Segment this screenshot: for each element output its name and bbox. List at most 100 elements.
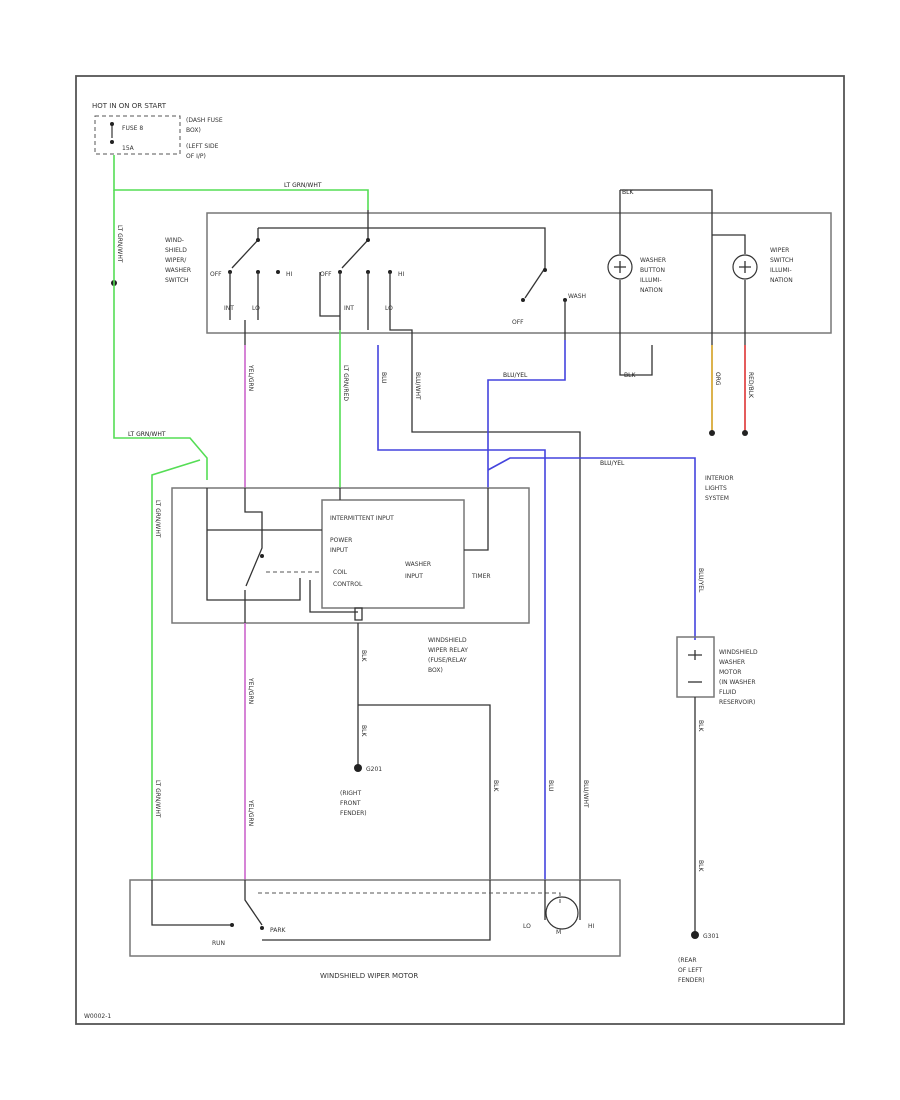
switch2-hi: HI — [398, 271, 405, 278]
washer-motor-5: FLUID — [719, 689, 737, 696]
relay-name-1: WINDSHIELD — [428, 637, 467, 644]
wire-label-org: ORG — [714, 372, 721, 386]
fuse-amps: 15A — [122, 145, 135, 152]
wire-label-blu-yel-mid: BLU/YEL — [600, 460, 625, 467]
motor-park: PARK — [270, 927, 287, 934]
ground1-loc-3: FENDER) — [340, 810, 367, 817]
wire-label-blu: BLU — [380, 372, 387, 384]
ground1-loc-1: (RIGHT — [340, 790, 361, 797]
wire-label-red-blk: RED/BLK — [747, 372, 754, 399]
washer-illum-3: ILLUMI- — [640, 277, 662, 284]
hot-note: HOT IN ON OR START — [92, 102, 167, 110]
motor-run: RUN — [212, 940, 225, 947]
switch1-off: OFF — [210, 271, 222, 278]
switch2-int: INT — [344, 305, 354, 312]
relay-coil-1: COIL — [333, 569, 348, 576]
relay-washer-1: WASHER — [405, 561, 431, 568]
switch-to-relay-wires: YEL/GRN LT GRN/RED BLU BLU/WHT BLU/YEL B… — [244, 330, 754, 880]
wire-label-ltgrn-wht-left: LT GRN/WHT — [116, 225, 123, 263]
washer-illum-1: WASHER — [640, 257, 666, 264]
wiper-illum-1: WIPER — [770, 247, 789, 254]
fuse-desc-4: OF I/P) — [186, 153, 206, 160]
relay-header: INTERMITTENT INPUT — [330, 515, 394, 522]
feed-wires: LT GRN/WHT LT GRN/WHT LT GRN/WHT LT GRN/… — [111, 155, 369, 880]
washer-switch-off: OFF — [512, 319, 524, 326]
motor-m: M — [556, 929, 561, 936]
wire-label-yelgrn-3: YEL/GRN — [247, 799, 254, 826]
ground1-id: G201 — [366, 766, 382, 773]
lower-wires: YEL/GRN YEL/GRN BLK BLK BLK G201 (RIGHT … — [244, 623, 758, 984]
ground2-id: G301 — [703, 933, 719, 940]
wire-label-blu-yel-top: BLU/YEL — [503, 372, 528, 379]
wiper-illum-4: NATION — [770, 277, 793, 284]
wire-label-ltgrn-wht-low: LT GRN/WHT — [154, 500, 161, 538]
switch1-hi: HI — [286, 271, 293, 278]
wiper-illum-3: ILLUMI- — [770, 267, 792, 274]
relay-power-1: POWER — [330, 537, 352, 544]
switch-label-5: SWITCH — [165, 277, 189, 284]
ground1-loc-2: FRONT — [340, 800, 361, 807]
wire-label-blk-top: BLK — [622, 189, 634, 196]
fuse-label: FUSE 8 — [122, 125, 143, 132]
wiper-motor: RUN PARK LO M HI WINDSHIELD WIPER MOTOR — [129, 879, 621, 980]
wire-label-ltgrn-wht-mid: LT GRN/WHT — [128, 431, 166, 438]
washer-motor-1: WINDSHIELD — [719, 649, 758, 656]
wire-label-yelgrn-1: YEL/GRN — [247, 364, 254, 391]
ground2-loc-2: OF LEFT — [678, 967, 703, 974]
relay-power-2: INPUT — [330, 547, 348, 554]
fuse-desc-2: BOX) — [186, 127, 201, 134]
wiper-washer-switch: WIND- SHIELD WIPER/ WASHER SWITCH OFF HI… — [165, 189, 832, 379]
interior-lights-2: LIGHTS — [705, 485, 727, 492]
wire-label-blu-yel-low: BLU/YEL — [697, 568, 704, 593]
relay-name-3: (FUSE/RELAY — [428, 657, 467, 664]
switch-label-3: WIPER/ — [165, 257, 187, 264]
washer-motor-2: WASHER — [719, 659, 745, 666]
interior-lights-3: SYSTEM — [705, 495, 729, 502]
wire-label-blk-relay-2: BLK — [360, 725, 367, 737]
wiper-relay: INTERMITTENT INPUT POWER INPUT COIL CONT… — [171, 487, 530, 674]
wiper-illum-2: SWITCH — [770, 257, 794, 264]
switch-label-4: WASHER — [165, 267, 191, 274]
relay-name-4: BOX) — [428, 667, 443, 674]
outer-frame — [75, 75, 845, 1025]
wire-label-ltgrn-wht-bottom: LT GRN/WHT — [154, 780, 161, 818]
interior-lights-1: INTERIOR — [705, 475, 734, 482]
washer-motor-3: MOTOR — [719, 669, 741, 676]
motor-lo: LO — [523, 923, 531, 930]
wire-label-blk-relay-1: BLK — [360, 650, 367, 662]
footer-id: W0002-1 — [84, 1013, 111, 1020]
wire-label-ltgrn-wht-top: LT GRN/WHT — [284, 182, 322, 189]
relay-name-2: WIPER RELAY — [428, 647, 468, 654]
ground2-loc-3: FENDER) — [678, 977, 705, 984]
switch2-off: OFF — [320, 271, 332, 278]
washer-motor-6: RESERVOIR) — [719, 699, 755, 706]
switch1-int: INT — [224, 305, 234, 312]
fuse-block: HOT IN ON OR START FUSE 8 15A (DASH FUSE… — [92, 102, 223, 160]
wire-label-yelgrn-2: YEL/GRN — [247, 677, 254, 704]
switch2-lo: LO — [385, 305, 393, 312]
relay-timer: TIMER — [471, 573, 491, 580]
relay-coil-2: CONTROL — [333, 581, 363, 588]
wire-label-blu-wht-low: BLU/WHT — [582, 780, 589, 808]
switch1-lo: LO — [252, 305, 260, 312]
washer-illum-2: BUTTON — [640, 267, 665, 274]
switch-label-2: SHIELD — [165, 247, 187, 254]
fuse-desc-3: (LEFT SIDE — [186, 143, 219, 150]
wire-label-blk-washer-1: BLK — [697, 720, 704, 732]
wire-label-blk-bottom: BLK — [624, 372, 636, 379]
switch-label-1: WIND- — [165, 237, 184, 244]
wire-label-ltgrn-red: LT GRN/RED — [342, 365, 349, 401]
motor-hi: HI — [588, 923, 595, 930]
fuse-desc-1: (DASH FUSE — [186, 117, 223, 124]
washer-illum-4: NATION — [640, 287, 663, 294]
wire-label-blu-low: BLU — [547, 780, 554, 792]
wire-label-blk-relay-3: BLK — [492, 780, 499, 792]
ground2-loc-1: (REAR — [678, 957, 697, 964]
washer-motor-4: (IN WASHER — [719, 679, 756, 686]
wire-label-blk-washer-2: BLK — [697, 860, 704, 872]
relay-washer-2: INPUT — [405, 573, 423, 580]
wire-label-blu-wht: BLU/WHT — [414, 372, 421, 400]
washer-switch-on: WASH — [568, 293, 586, 300]
motor-name: WINDSHIELD WIPER MOTOR — [320, 972, 418, 980]
